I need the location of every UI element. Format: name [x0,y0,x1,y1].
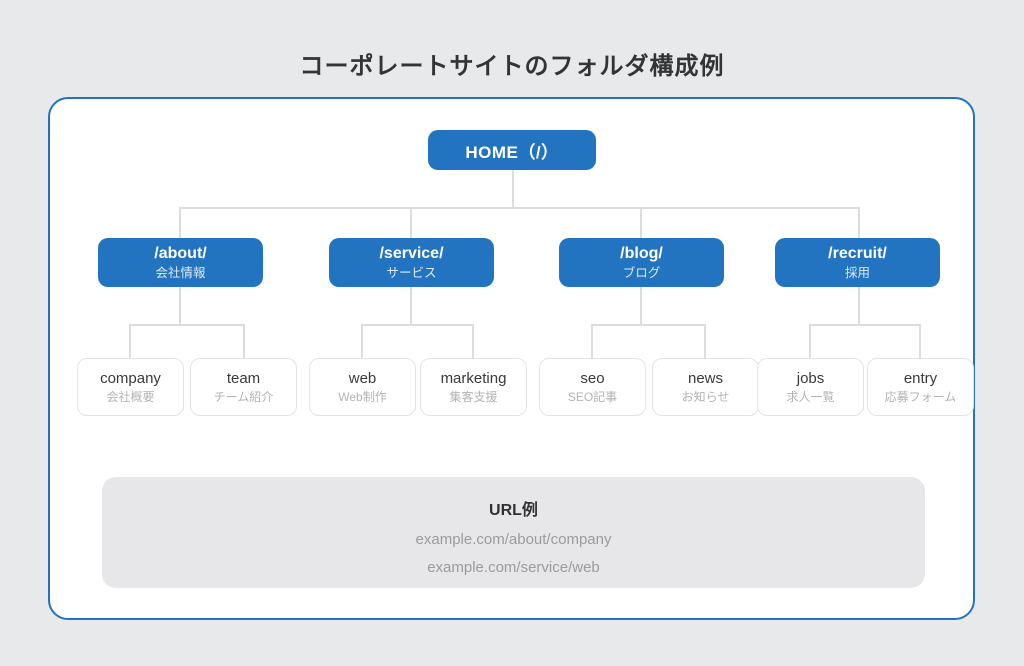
leaf-label-ja: 集客支援 [449,390,498,405]
url-example-title: URL例 [489,502,538,519]
connector-stub-seo [591,324,593,358]
diagram-panel: HOME（/） /about/ 会社情報 /service/ サービス /blo… [48,97,975,620]
connector-stub-team [243,324,245,358]
branch-label-ja: 会社情報 [155,265,206,280]
branch-node-blog: /blog/ ブログ [559,238,724,287]
connector-stub-jobs [809,324,811,358]
leaf-label-ja: 会社概要 [106,390,155,405]
connector-branch-stem-recruit [858,287,860,326]
leaf-name: seo [580,370,605,388]
branch-node-about: /about/ 会社情報 [98,238,263,287]
connector-stub-recruit [858,207,860,238]
connector-level2-bar-about [129,324,245,326]
leaf-name: marketing [440,370,507,388]
connector-stub-service [410,207,412,238]
branch-path: /recruit/ [828,244,887,262]
connector-root-stem [512,170,514,208]
url-example-line: example.com/service/web [427,559,600,576]
leaf-label-ja: SEO記事 [567,390,618,405]
leaf-name: team [226,370,261,388]
leaf-node-marketing: marketing 集客支援 [420,358,527,416]
connector-stub-entry [919,324,921,358]
leaf-node-company: company 会社概要 [77,358,184,416]
connector-level2-bar-recruit [809,324,921,326]
connector-stub-company [129,324,131,358]
leaf-node-jobs: jobs 求人一覧 [757,358,864,416]
branch-label-ja: ブログ [622,265,661,280]
url-example-box: URL例 example.com/about/company example.c… [102,477,925,588]
connector-branch-stem-service [410,287,412,326]
leaf-node-seo: seo SEO記事 [539,358,646,416]
leaf-label-ja: Web制作 [338,390,387,405]
connector-stub-marketing [472,324,474,358]
branch-path: /about/ [154,244,207,262]
connector-stub-about [179,207,181,238]
home-node: HOME（/） [428,130,596,170]
connector-branch-stem-about [179,287,181,326]
leaf-name: company [100,370,161,388]
leaf-node-entry: entry 応募フォーム [867,358,974,416]
connector-stub-news [704,324,706,358]
connector-level2-bar-blog [591,324,706,326]
leaf-node-team: team チーム紹介 [190,358,297,416]
branch-path: /service/ [379,244,444,262]
home-node-label: HOME（/） [465,142,559,162]
branch-label-ja: 採用 [844,265,870,280]
leaf-node-web: web Web制作 [309,358,416,416]
leaf-name: jobs [796,370,825,388]
connector-stub-blog [640,207,642,238]
connector-stub-web [361,324,363,358]
leaf-name: web [348,370,377,388]
branch-label-ja: サービス [386,265,437,280]
connector-level1-bar [179,207,860,209]
branch-path: /blog/ [620,244,663,262]
leaf-label-ja: お知らせ [681,390,730,405]
branch-node-recruit: /recruit/ 採用 [775,238,940,287]
connector-branch-stem-blog [640,287,642,326]
url-example-line: example.com/about/company [415,531,612,548]
leaf-name: news [687,370,724,388]
leaf-name: entry [903,370,938,388]
connector-level2-bar-service [361,324,474,326]
leaf-label-ja: チーム紹介 [213,390,274,405]
leaf-label-ja: 求人一覧 [786,390,835,405]
leaf-label-ja: 応募フォーム [884,390,957,405]
page-title: コーポレートサイトのフォルダ構成例 [299,53,725,80]
branch-node-service: /service/ サービス [329,238,494,287]
leaf-node-news: news お知らせ [652,358,759,416]
